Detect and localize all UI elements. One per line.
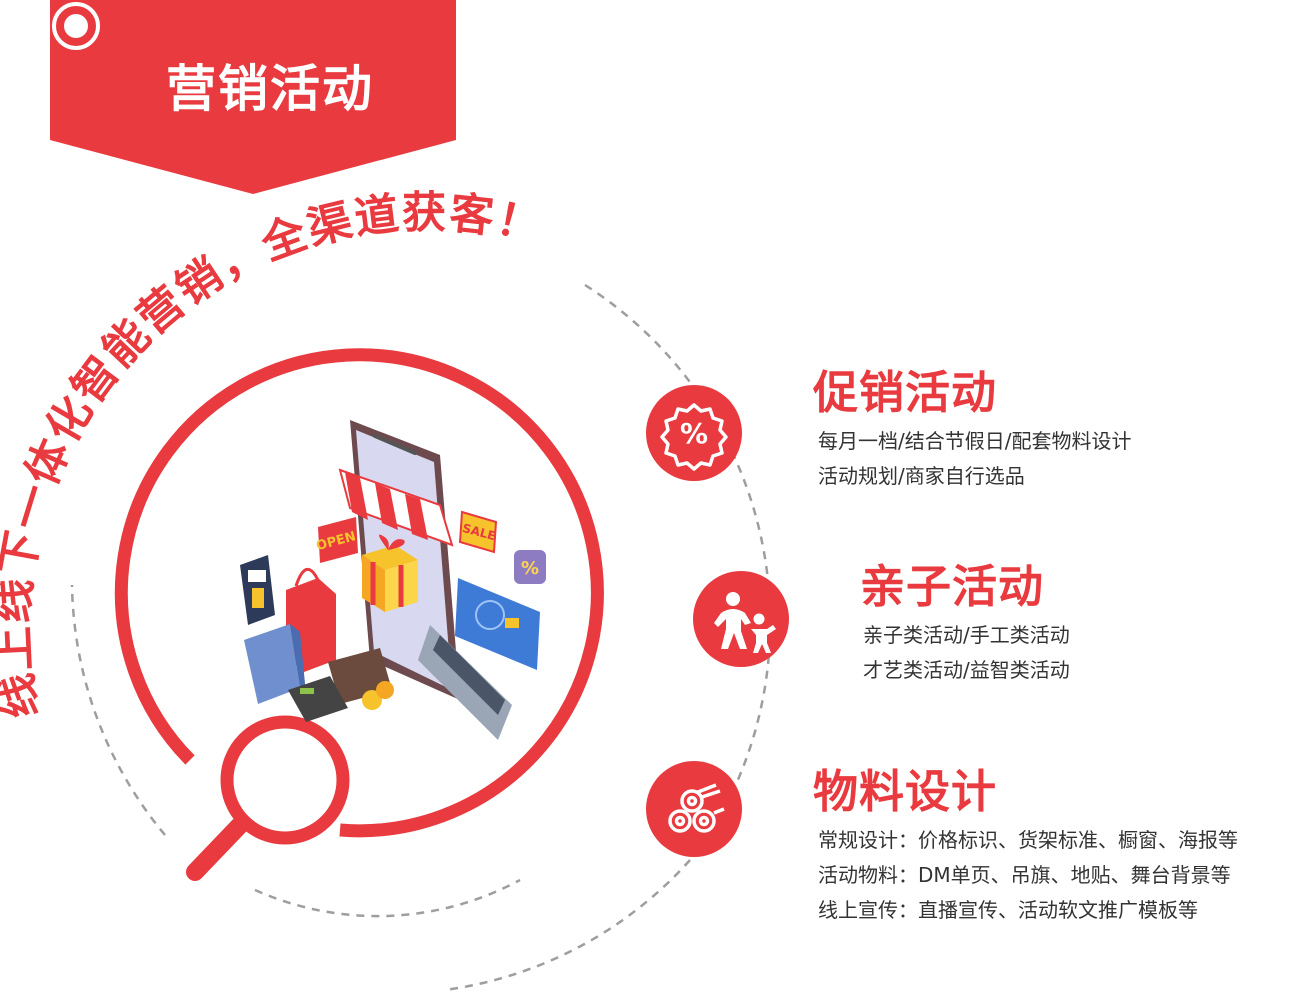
awning-icon	[338, 468, 454, 547]
escalator-icon	[418, 625, 512, 740]
percent-bubble-icon: %	[514, 550, 546, 584]
magnifier-icon	[186, 715, 350, 881]
feature-line: 亲子类活动/手工类活动	[863, 623, 1070, 647]
card-reader-icon	[288, 676, 348, 722]
percent-badge-icon: %	[660, 403, 728, 471]
section-title: 营销活动	[166, 60, 374, 118]
feature-title-promotion: 促销活动	[813, 366, 998, 419]
radio-circle-icon	[52, 2, 100, 50]
svg-text:%: %	[680, 417, 708, 450]
feature-line: 才艺类活动/益智类活动	[863, 658, 1070, 682]
feature-line: 线上宣传：直播宣传、活动软文推广模板等	[818, 898, 1198, 922]
open-sign-icon: OPEN	[315, 517, 358, 563]
gift-box-icon	[362, 534, 418, 612]
feature-line: 每月一档/结合节假日/配套物料设计	[818, 429, 1132, 453]
sale-sign-icon: SALE	[458, 510, 497, 554]
percent-bubble-label: %	[521, 558, 539, 579]
shopping-bag-icon	[244, 568, 336, 704]
wallet-icon	[328, 648, 394, 710]
feature-title-material: 物料设计	[813, 765, 998, 818]
parent-child-icon	[714, 592, 776, 653]
feature-line: 活动规划/商家自行选品	[818, 464, 1025, 488]
promotion-icon-badge: %	[646, 385, 742, 481]
credit-card-icon	[455, 578, 540, 670]
pos-terminal-icon	[240, 555, 275, 625]
banner-shape	[50, 0, 456, 194]
parent-child-icon-badge	[693, 571, 789, 667]
feature-line: 活动物料：DM单页、吊旗、地贴、舞台背景等	[818, 863, 1231, 887]
feature-line: 常规设计：价格标识、货架标准、橱窗、海报等	[818, 828, 1238, 852]
material-rolls-icon	[668, 783, 725, 833]
material-icon-badge	[646, 761, 742, 857]
section-banner: 营销活动	[50, 0, 456, 194]
feature-title-parent-child: 亲子活动	[860, 560, 1045, 613]
